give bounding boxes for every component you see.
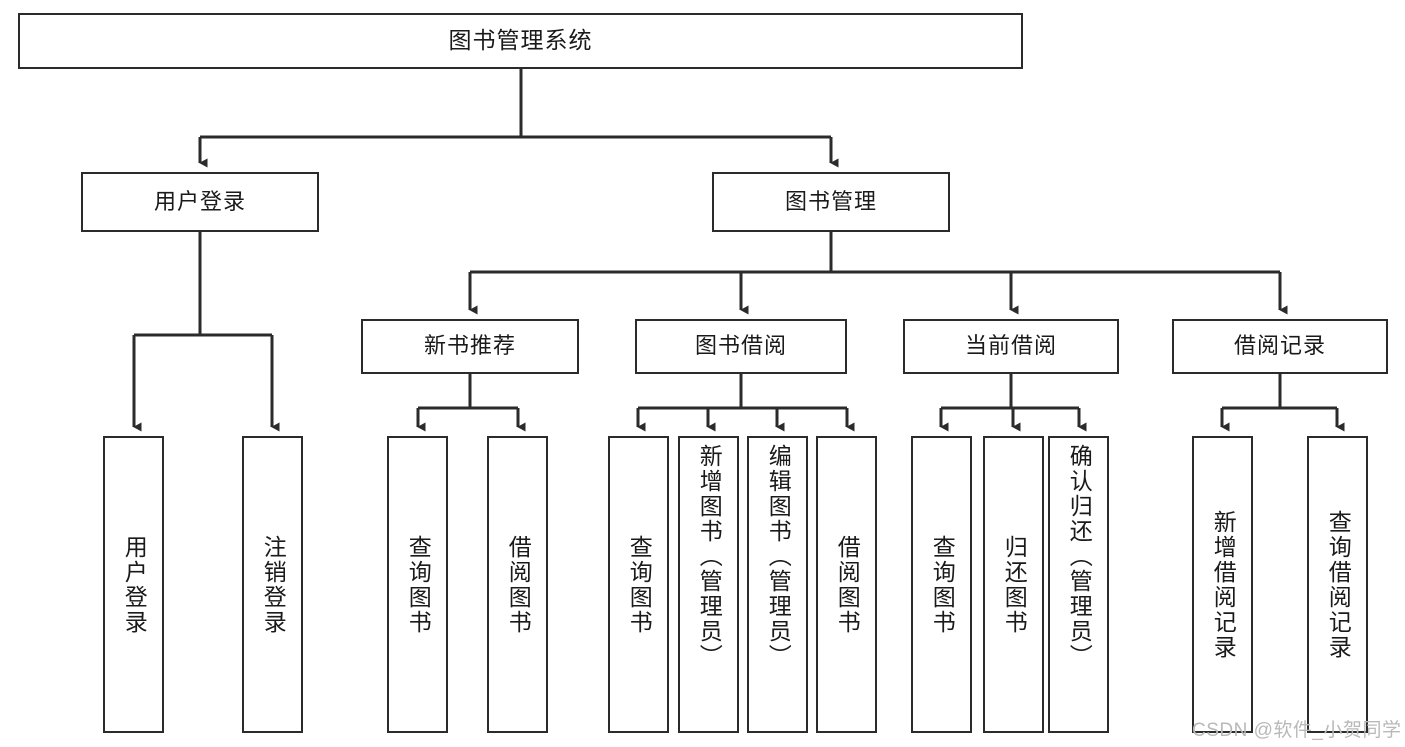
node-leaf-logout[interactable]: 注销登录 [242, 436, 303, 733]
node-leaf-borrow-book-2[interactable]: 借阅图书 [816, 436, 877, 733]
csdn-watermark: CSDN @软件_小贺同学 [1192, 720, 1402, 741]
node-book-management[interactable]: 图书管理 [712, 172, 950, 232]
node-root-system[interactable]: 图书管理系统 [18, 13, 1023, 69]
node-leaf-return-book[interactable]: 归还图书 [983, 436, 1044, 733]
node-leaf-edit-book-admin[interactable]: 编辑图书（管理员） [747, 436, 808, 733]
node-leaf-add-book-admin[interactable]: 新增图书（管理员） [678, 436, 739, 733]
node-leaf-borrow-book-1[interactable]: 借阅图书 [487, 436, 548, 733]
node-leaf-query-book-2[interactable]: 查询图书 [608, 436, 669, 733]
node-leaf-query-borrow-record[interactable]: 查询借阅记录 [1307, 436, 1368, 733]
node-current-borrow[interactable]: 当前借阅 [903, 319, 1119, 374]
node-user-login[interactable]: 用户登录 [81, 172, 319, 232]
node-leaf-confirm-return-admin[interactable]: 确认归还（管理员） [1048, 436, 1109, 733]
node-borrow-record[interactable]: 借阅记录 [1172, 319, 1388, 374]
node-leaf-user-login[interactable]: 用户登录 [103, 436, 164, 733]
node-leaf-query-book-1[interactable]: 查询图书 [387, 436, 448, 733]
node-leaf-add-borrow-record[interactable]: 新增借阅记录 [1192, 436, 1253, 733]
node-new-book-recommend[interactable]: 新书推荐 [361, 319, 579, 374]
node-leaf-query-book-3[interactable]: 查询图书 [911, 436, 972, 733]
node-book-borrow[interactable]: 图书借阅 [635, 319, 847, 374]
